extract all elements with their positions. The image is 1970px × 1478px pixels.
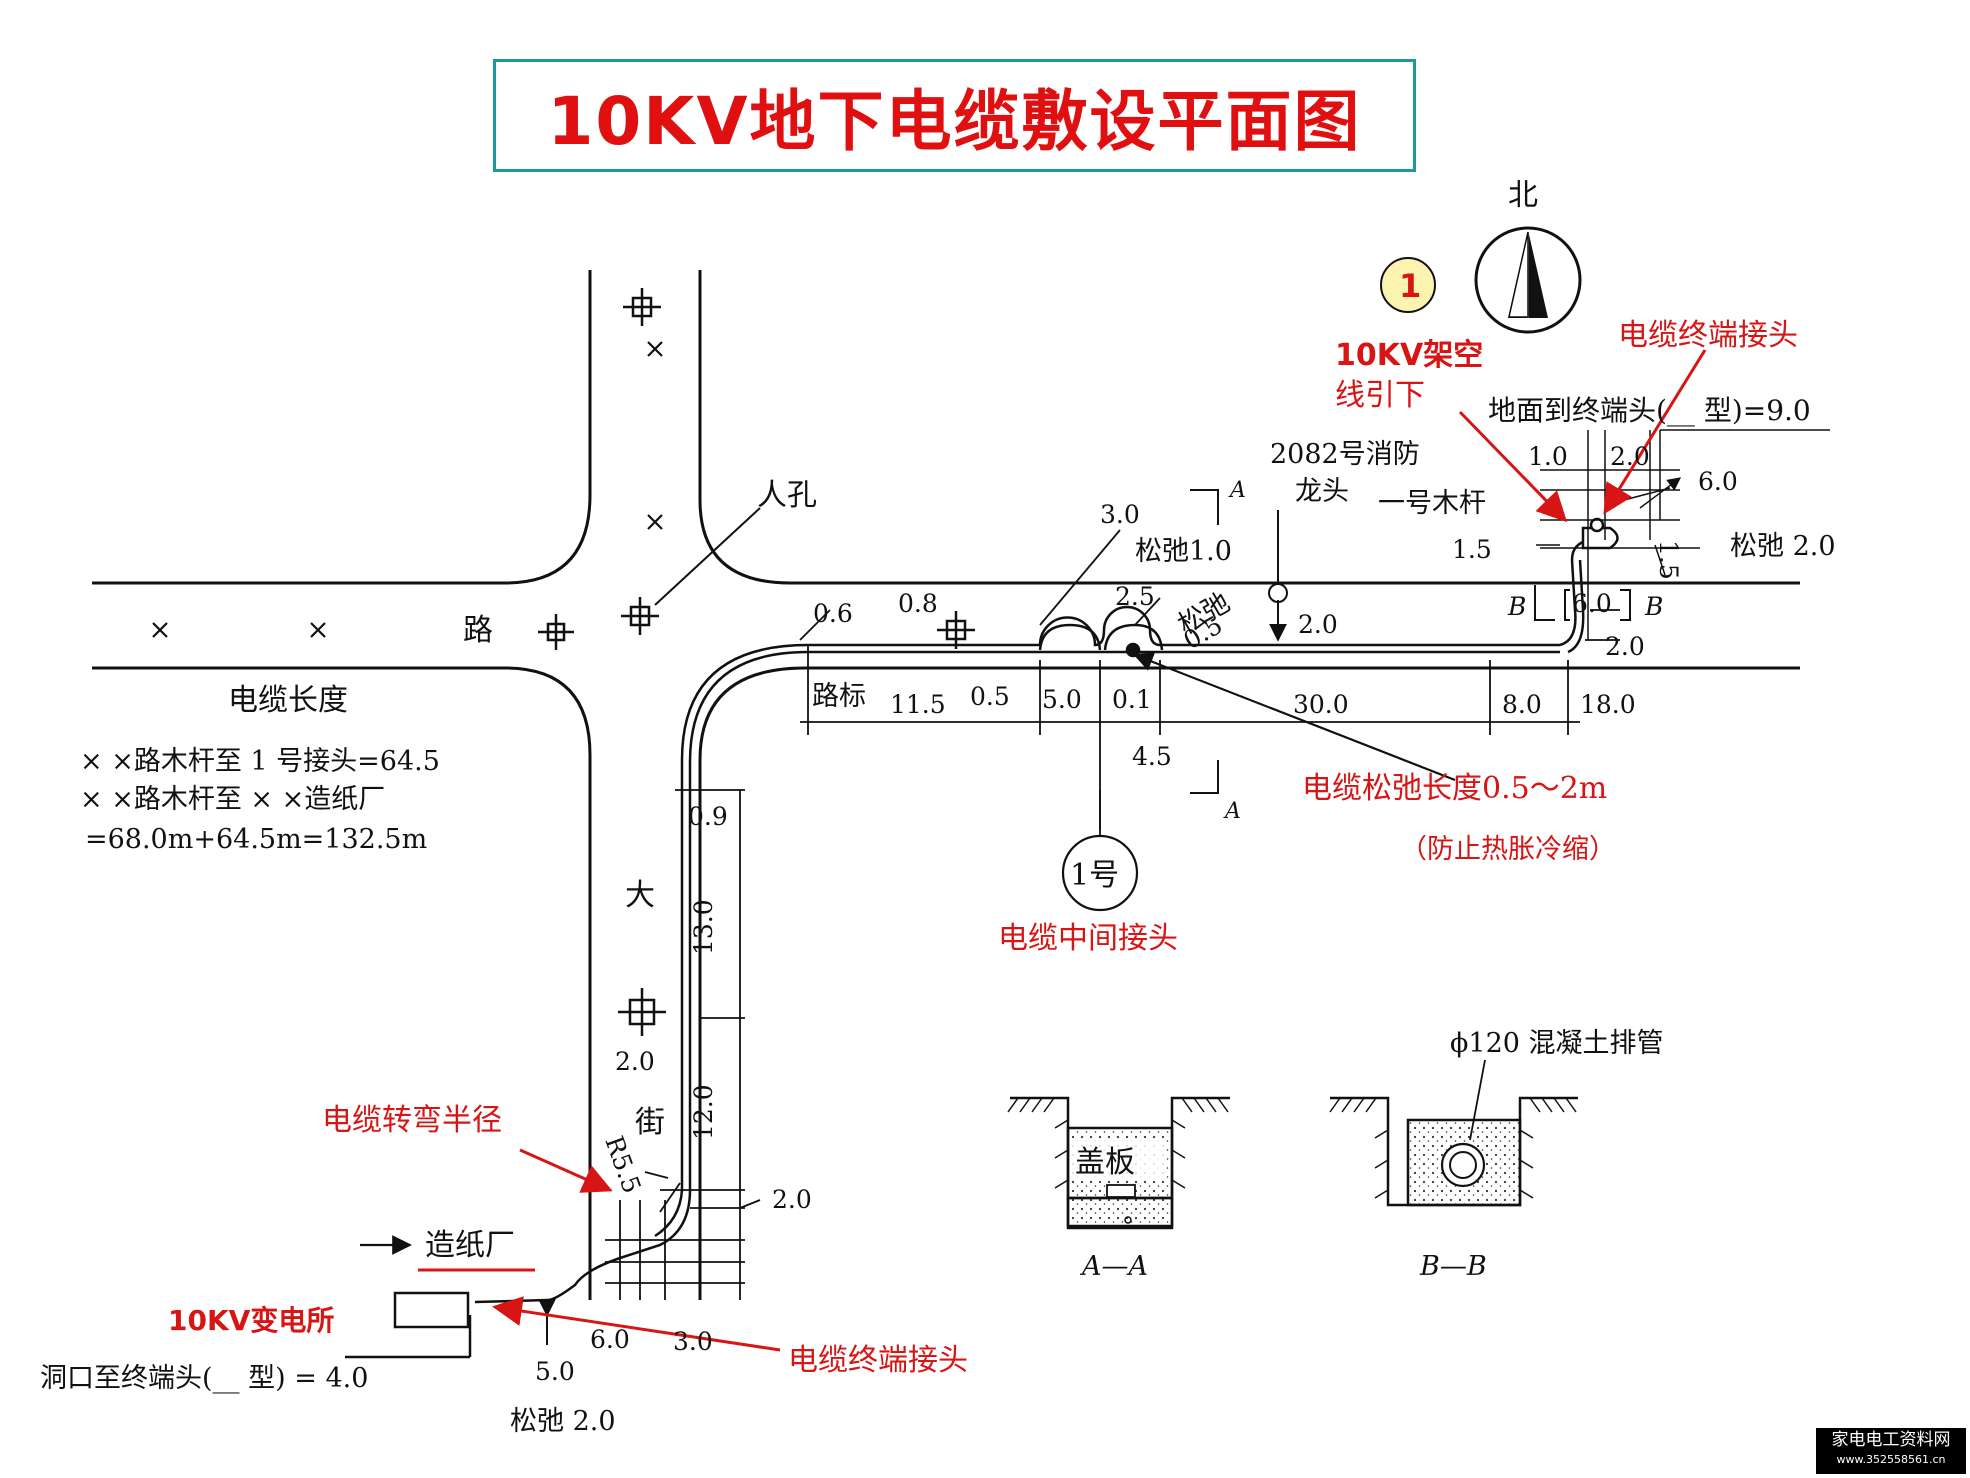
dim-label: 8.0 xyxy=(1502,690,1542,719)
road-edge-ne xyxy=(698,270,1800,585)
dim-label: 3.0 xyxy=(673,1327,713,1356)
section-mark-a-bottom: A xyxy=(1223,799,1241,824)
dim-label: 12.0 xyxy=(689,1084,718,1140)
terminal-dim-lines xyxy=(1536,429,1830,640)
section-bb-label: B—B xyxy=(1419,1251,1487,1282)
road-edge-sw xyxy=(92,666,592,1300)
cable-length-title: 电缆长度 xyxy=(228,683,348,718)
dim-label: 0.6 xyxy=(813,599,853,628)
section-a-a xyxy=(1007,1096,1230,1230)
dim-label: 5.0 xyxy=(535,1357,575,1386)
terminal-joint-top: 电缆终端接头 xyxy=(1618,318,1798,353)
dim-label: 2.0 xyxy=(772,1185,812,1214)
cover-plate-label: 盖板 xyxy=(1075,1145,1135,1180)
dim-label: 2.0 xyxy=(615,1047,655,1076)
substation-label: 10KV变电所 xyxy=(168,1304,334,1337)
pole-marker xyxy=(538,614,574,650)
hydrant-label-1: 2082号消防 xyxy=(1270,439,1420,470)
pole-no1-label: 一号木杆 xyxy=(1378,488,1486,519)
callout-number: 1 xyxy=(1399,267,1421,305)
cable-route xyxy=(474,538,1591,1304)
pole-marker xyxy=(621,597,659,635)
bend-radius-label: 电缆转弯半径 xyxy=(322,1103,502,1138)
road-edge-se xyxy=(698,666,1800,1300)
section-mark-a-top: A xyxy=(1228,478,1246,503)
hole-to-head-label: 洞口至终端头(__ 型) = 4.0 xyxy=(40,1363,368,1394)
page-title: 10KV地下电缆敷设平面图 xyxy=(547,82,1362,160)
dim-label: 5.0 xyxy=(1042,685,1082,714)
dim-label: 1.5 xyxy=(1654,540,1683,580)
watermark-line-2: www.352558561.cn xyxy=(1836,1453,1946,1466)
pole-marker xyxy=(937,611,975,649)
north-arrow-icon xyxy=(1474,226,1582,334)
dim-label: 0.1 xyxy=(1112,685,1152,714)
callout-badge xyxy=(1380,257,1436,313)
road-sign-label: 路标 xyxy=(812,681,866,712)
slack-bottom-label: 松弛 2.0 xyxy=(510,1406,616,1437)
section-aa-label: A—A xyxy=(1079,1251,1148,1282)
dim-label: 6.0 xyxy=(1572,589,1612,618)
cable-length-1: × ×路木杆至 1 号接头=64.5 xyxy=(80,746,440,777)
section-mark-b-left: B xyxy=(1507,592,1526,621)
dim-label: 0.9 xyxy=(688,802,728,831)
roads xyxy=(92,270,1800,1300)
ground-to-head: 地面到终端头(__ 型)=9.0 xyxy=(1488,394,1811,427)
diagram-text: 北 1 10KV架空 线引下 电缆终端接头 地面到终端头(__ 型)=9.0 2… xyxy=(40,178,1836,1437)
dim-label: 3.0 xyxy=(1100,500,1140,529)
street-jie: 街 xyxy=(635,1105,665,1140)
section-b-b xyxy=(1329,1059,1578,1207)
dim-label: 13.0 xyxy=(689,899,718,955)
joint-callout-circle xyxy=(1061,834,1139,912)
dim-label: 2.5 xyxy=(1115,582,1155,611)
dim-label: 18.0 xyxy=(1580,690,1636,719)
dim-label: 30.0 xyxy=(1293,690,1349,719)
dim-label: 6.0 xyxy=(1698,467,1738,496)
dimension-lines xyxy=(605,529,1620,1300)
dim-label: 0.8 xyxy=(898,589,938,618)
road-edge-nw xyxy=(92,270,592,585)
substation xyxy=(345,1291,472,1359)
dim-label: 1.0 xyxy=(1528,442,1568,471)
title-box: 10KV地下电缆敷设平面图 xyxy=(493,59,1416,172)
dim-label: 6.0 xyxy=(590,1325,630,1354)
pole-marker xyxy=(623,288,661,326)
north-label: 北 xyxy=(1508,178,1538,213)
watermark: 家电电工资料网 www.352558561.cn xyxy=(1816,1428,1966,1474)
poles xyxy=(538,288,975,1036)
hydrant-label-2: 龙头 xyxy=(1295,476,1349,507)
overhead-line-2: 线引下 xyxy=(1335,378,1425,413)
pole-marker xyxy=(618,988,666,1036)
dim-label: 1.5 xyxy=(1452,535,1492,564)
x-marks xyxy=(152,341,663,638)
dim-label: 0.5 xyxy=(970,682,1010,711)
cable-length-3: =68.0m+64.5m=132.5m xyxy=(85,824,427,855)
fire-hydrant xyxy=(1268,510,1288,642)
dim-label: 2.0 xyxy=(1605,632,1645,661)
dim-label: 4.5 xyxy=(1132,742,1172,771)
section-mark-b-right: B xyxy=(1644,592,1663,621)
overhead-line-1: 10KV架空 xyxy=(1335,338,1483,373)
terminal-joint-bottom: 电缆终端接头 xyxy=(788,1343,968,1378)
slack-reason-note: （防止热胀冷缩） xyxy=(1400,834,1616,865)
slack-2-label: 松弛 2.0 xyxy=(1730,531,1836,562)
street-da: 大 xyxy=(625,878,655,913)
watermark-line-1: 家电电工资料网 xyxy=(1831,1430,1951,1450)
cable-length-2: × ×路木杆至 × ×造纸厂 xyxy=(80,784,385,815)
dim-label: 2.0 xyxy=(1298,610,1338,639)
concrete-pipe-label: ϕ120 混凝土排管 xyxy=(1450,1028,1664,1059)
dim-label: 2.0 xyxy=(1610,442,1650,471)
section-markers xyxy=(1190,489,1631,794)
middle-joint-label: 电缆中间接头 xyxy=(998,921,1178,956)
slack-1-label: 松弛1.0 xyxy=(1135,536,1232,567)
paper-mill-label: 造纸厂 xyxy=(425,1228,515,1263)
road-label: 路 xyxy=(463,613,493,648)
slack-length-note: 电缆松弛长度0.5～2m xyxy=(1302,771,1607,806)
manhole-label: 人孔 xyxy=(757,478,817,513)
joint-number: 1号 xyxy=(1070,858,1119,893)
manhole-leader xyxy=(654,507,761,606)
dim-label: 11.5 xyxy=(890,690,946,719)
annotation-arrows xyxy=(492,349,1707,1352)
